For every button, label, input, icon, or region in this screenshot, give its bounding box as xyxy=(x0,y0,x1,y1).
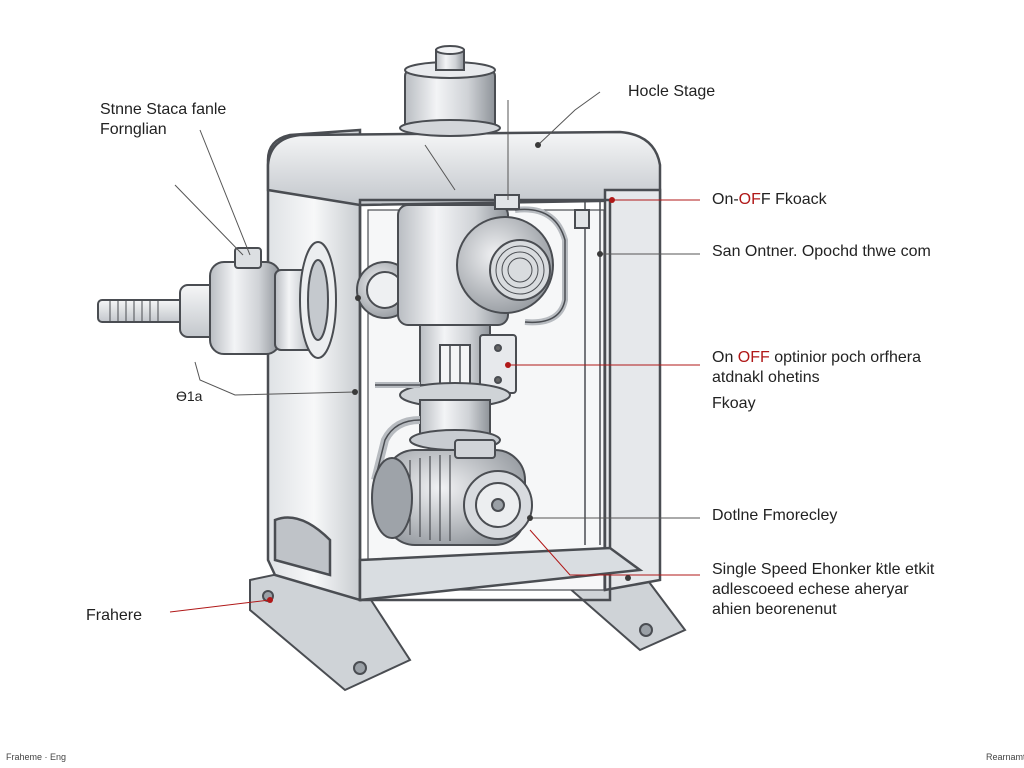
label-single-line3: ahien beorenenut xyxy=(712,601,837,618)
side-shaft xyxy=(97,241,337,359)
inlet-pipe xyxy=(371,416,421,481)
leader-dots xyxy=(267,142,631,603)
label-hocle-stage: Hocle Stage xyxy=(628,83,716,100)
top-cylinder xyxy=(399,45,501,137)
leader-frahere xyxy=(169,599,271,613)
label-left-small: Ɵ1a xyxy=(176,388,203,404)
label-onoff2-line2: atdnakl ohetins xyxy=(712,369,820,386)
leader-lines xyxy=(169,91,700,613)
electric-motor xyxy=(371,439,533,546)
label-onoff1-red: OF xyxy=(738,191,761,208)
label-onoff1-suffix: F Fkoack xyxy=(760,191,827,208)
label-stnne-line2: Fornglian xyxy=(100,121,167,138)
label-dotline: Dotlne Fmorecley xyxy=(712,507,838,524)
label-single-line1: Single Speed Ehonker k̈tle etkit xyxy=(712,561,935,578)
label-onoff-1: On-OFF Fkoack xyxy=(712,190,827,210)
label-onoff2-prefix: On xyxy=(712,349,738,366)
leader-left-small xyxy=(194,361,356,396)
label-stnne-line1: Stnne Staca fanle xyxy=(100,101,227,118)
leader-single xyxy=(529,529,700,576)
label-single-speed: Single Speed Ehonker k̈tle etkit adlesco… xyxy=(712,560,934,620)
leader-stnne xyxy=(199,129,251,256)
label-onoff2-suffix: optinior poch orfhera xyxy=(769,349,921,366)
label-onoff-2: On OFF optinior poch orfhera atdnakl ohe… xyxy=(712,348,921,414)
label-single-line2: adlescoeed echese aheryar xyxy=(712,581,909,598)
label-onoff1-prefix: On- xyxy=(712,191,739,208)
footer-left: Fraheme · Eng xyxy=(6,752,67,762)
label-onoff2-red: OFF xyxy=(737,349,770,366)
footer-right: Rearnamt xyxy=(986,752,1024,762)
label-stnne: Stnne Staca fanle Fornglian xyxy=(100,100,226,140)
leader-hocle xyxy=(537,91,601,146)
pump-body xyxy=(397,194,590,326)
label-frahere: Frahere xyxy=(86,607,143,624)
label-san-ontner: San Ontner. Opochd thwe com xyxy=(712,243,931,260)
label-onoff2-line3: Fkoay xyxy=(712,395,756,412)
